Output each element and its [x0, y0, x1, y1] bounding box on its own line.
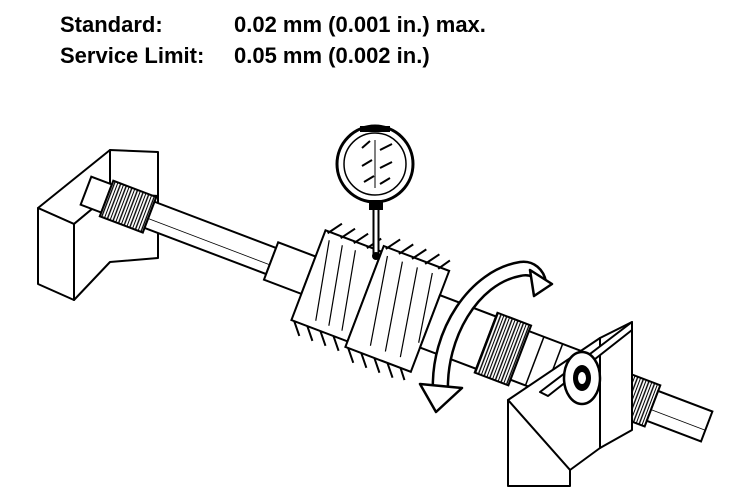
dial-markings: [361, 140, 393, 188]
standard-value: 0.02 mm (0.001 in.) max.: [234, 12, 486, 37]
rotation-arrow: [418, 260, 554, 414]
shaft-left-journal: [143, 200, 278, 276]
service-limit-label: Service Limit:: [60, 43, 205, 68]
shaft-right-journal: [645, 389, 714, 443]
dial-indicator: [335, 124, 415, 260]
spec-block: Standard: 0.02 mm (0.001 in.) max. Servi…: [60, 12, 486, 74]
helical-gear: [290, 222, 451, 381]
service-limit-row: Service Limit: 0.05 mm (0.002 in.): [60, 43, 486, 74]
standard-label: Standard:: [60, 12, 163, 37]
shaft-end-face: [562, 350, 602, 406]
service-limit-value: 0.05 mm (0.002 in.): [234, 43, 430, 68]
standard-row: Standard: 0.02 mm (0.001 in.) max.: [60, 12, 486, 43]
shaft: [79, 175, 714, 443]
